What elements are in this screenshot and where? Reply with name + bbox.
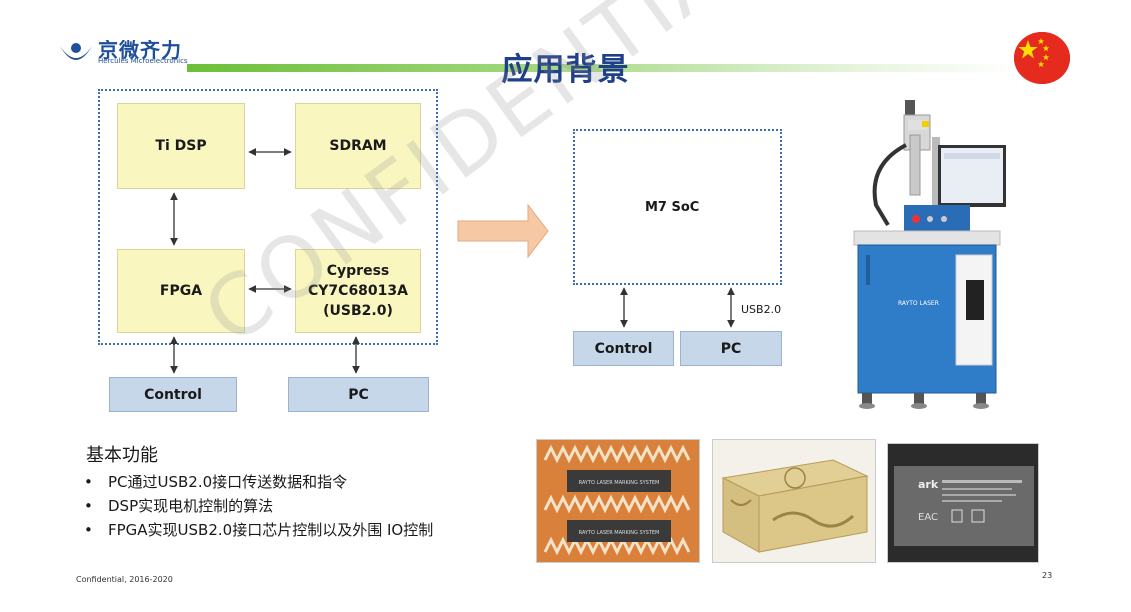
- china-flag-icon: [1014, 32, 1070, 84]
- logo-subtext: Hercules Microelectronics: [98, 57, 188, 65]
- legacy-system-boundary: [98, 89, 438, 345]
- footer-confidential: Confidential, 2016-2020: [76, 575, 173, 584]
- feature-item-fpga: FPGA实现USB2.0接口芯片控制以及外围 IO控制: [84, 518, 433, 542]
- slide-title: 应用背景: [501, 52, 630, 88]
- m7-soc-label: M7 SoC: [645, 200, 700, 215]
- sdram-block: SDRAM: [295, 103, 421, 189]
- migration-arrow-icon: [457, 203, 549, 259]
- cypress-label-line1: Cypress: [326, 263, 390, 279]
- eac-mark-icon: EAC: [918, 512, 938, 523]
- logo-mark-icon: [60, 43, 92, 60]
- control-block-right: Control: [573, 331, 674, 366]
- pcb-marking-photo: RAYTO LASER MARKING SYSTEM RAYTO LASER M…: [536, 439, 700, 563]
- cypress-usb-block: Cypress CY7C68013A (USB2.0): [295, 249, 421, 333]
- page-number: 23: [1042, 571, 1053, 580]
- engraved-box-photo: [712, 439, 876, 563]
- pc-block-left: PC: [288, 377, 429, 412]
- title-underline-bar: [187, 64, 1017, 72]
- control-block-left: Control: [109, 377, 237, 412]
- nameplate-brand: ark: [918, 478, 939, 491]
- ti-dsp-label: Ti DSP: [155, 138, 207, 154]
- control-label-left: Control: [144, 386, 202, 403]
- feature-item-usb: PC通过USB2.0接口传送数据和指令: [84, 470, 433, 494]
- laser-marking-machine-image: RAYTO LASER: [853, 100, 1006, 409]
- logo-text: 京微齐力: [98, 40, 182, 62]
- pcb-label-2: RAYTO LASER MARKING SYSTEM: [579, 530, 660, 536]
- pc-label-left: PC: [348, 386, 369, 403]
- company-logo: 京微齐力 Hercules Microelectronics: [58, 40, 188, 72]
- pc-label-right: PC: [720, 340, 742, 357]
- ti-dsp-block: Ti DSP: [117, 103, 245, 189]
- fpga-block: FPGA: [117, 249, 245, 333]
- control-label-right: Control: [594, 340, 653, 357]
- features-list: PC通过USB2.0接口传送数据和指令 DSP实现电机控制的算法 FPGA实现U…: [84, 470, 433, 542]
- machine-brand-label: RAYTO LASER: [898, 300, 939, 307]
- features-title: 基本功能: [86, 445, 158, 466]
- pcb-label-1: RAYTO LASER MARKING SYSTEM: [579, 480, 660, 486]
- pc-block-right: PC: [680, 331, 782, 366]
- soc-system-boundary: [573, 129, 782, 285]
- usb-interface-label: USB2.0: [741, 303, 782, 316]
- fpga-label: FPGA: [159, 283, 203, 299]
- cypress-label-line2: CY7C68013A: [308, 283, 408, 299]
- engraved-nameplate-photo: ark EAC: [887, 443, 1039, 563]
- cypress-label-line3: (USB2.0): [323, 303, 393, 319]
- feature-item-dsp: DSP实现电机控制的算法: [84, 494, 433, 518]
- sdram-label: SDRAM: [329, 138, 387, 154]
